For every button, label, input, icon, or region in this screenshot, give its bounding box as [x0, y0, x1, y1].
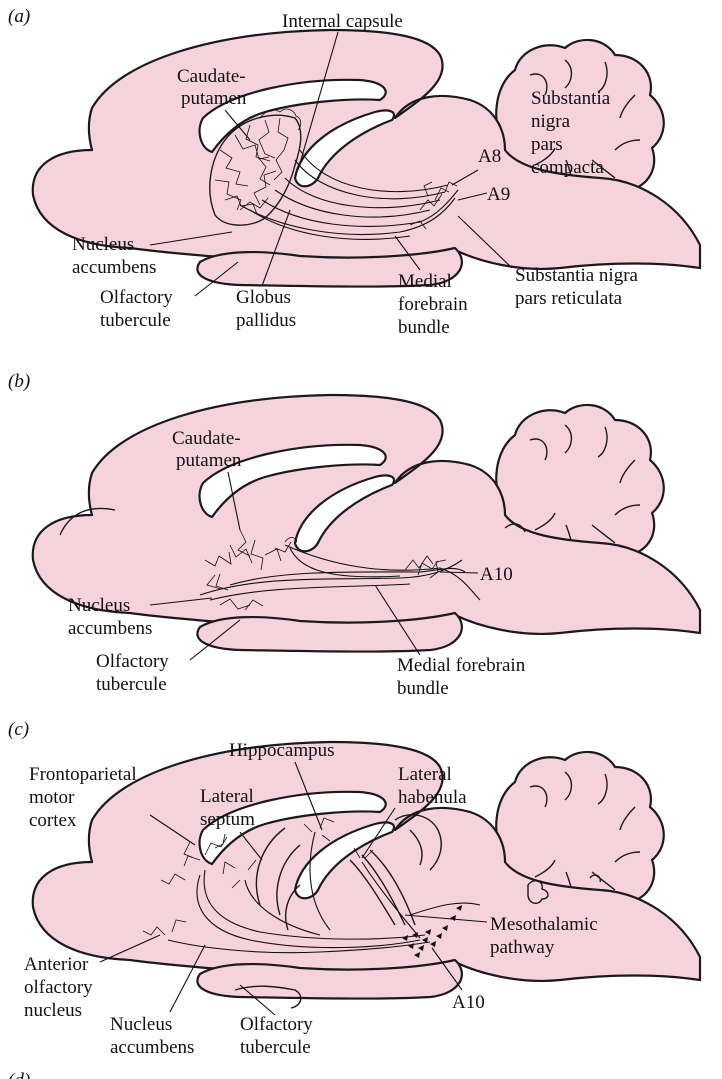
label-nacc-a-1: Nucleus	[72, 234, 134, 255]
panel-c: (c) Hippocampus Frontopariet	[8, 719, 700, 1058]
label-front-1: Frontoparietal	[29, 764, 137, 785]
label-mfb-a-3: bundle	[398, 317, 450, 338]
label-snr-2: pars reticulata	[515, 288, 623, 309]
label-meso-1: Mesothalamic	[490, 914, 598, 935]
panel-a: (a) Internal capsule Caudate- putamen Su	[8, 6, 700, 338]
label-anterior-3: nucleus	[24, 1000, 82, 1021]
brain-outline-b	[33, 395, 700, 652]
label-olf-c-2: tubercule	[240, 1037, 311, 1058]
label-a10-c: A10	[452, 992, 485, 1013]
label-mfb-a-1: Medial	[398, 271, 452, 292]
label-gp-1: Globus	[236, 287, 291, 308]
label-caudate-a-2: putamen	[181, 88, 247, 109]
label-olf-a-1: Olfactory	[100, 287, 173, 308]
label-sn-2: nigra	[531, 111, 571, 132]
label-anterior-1: Anterior	[24, 954, 89, 975]
label-mfb-b-2: bundle	[397, 678, 449, 699]
label-nacc-b-1: Nucleus	[68, 595, 130, 616]
label-nacc-c-1: Nucleus	[110, 1014, 172, 1035]
label-sn-1: Substantia	[531, 88, 611, 109]
label-a9: A9	[487, 184, 510, 205]
label-sn-3: pars	[531, 134, 563, 155]
label-habenula-2: habenula	[398, 787, 467, 808]
label-caudate-a-1: Caudate-	[177, 66, 246, 87]
label-sn-4: compacta	[531, 157, 604, 178]
label-a10-b: A10	[480, 564, 513, 585]
label-front-3: cortex	[29, 810, 77, 831]
label-anterior-2: olfactory	[24, 977, 93, 998]
label-mfb-b-1: Medial forebrain	[397, 655, 526, 676]
label-septum-1: Lateral	[200, 786, 254, 807]
panel-label-d: (d)	[8, 1070, 30, 1079]
label-caudate-b-2: putamen	[176, 450, 242, 471]
label-nacc-a-2: accumbens	[72, 257, 156, 278]
label-olf-b-1: Olfactory	[96, 651, 169, 672]
label-olf-c-1: Olfactory	[240, 1014, 313, 1035]
label-habenula-1: Lateral	[398, 764, 452, 785]
label-gp-2: pallidus	[236, 310, 296, 331]
label-front-2: motor	[29, 787, 75, 808]
label-internal-capsule: Internal capsule	[282, 11, 403, 32]
label-nacc-c-2: accumbens	[110, 1037, 194, 1058]
panel-label-a: (a)	[8, 6, 30, 27]
label-mfb-a-2: forebrain	[398, 294, 468, 315]
label-snr-1: Substantia nigra	[515, 265, 639, 286]
label-olf-b-2: tubercule	[96, 674, 167, 695]
label-caudate-b-1: Caudate-	[172, 428, 241, 449]
label-meso-2: pathway	[490, 937, 555, 958]
label-hippocampus: Hippocampus	[229, 740, 335, 761]
label-olf-a-2: tubercule	[100, 310, 171, 331]
panel-label-b: (b)	[8, 371, 30, 392]
label-a8: A8	[478, 146, 501, 167]
panel-label-c: (c)	[8, 719, 29, 740]
label-nacc-b-2: accumbens	[68, 618, 152, 639]
panel-d: (d)	[8, 1070, 30, 1079]
panel-b: (b) Caudate- putamen A10 Nucleus accumbe…	[8, 371, 700, 699]
label-septum-2: septum	[200, 809, 255, 830]
